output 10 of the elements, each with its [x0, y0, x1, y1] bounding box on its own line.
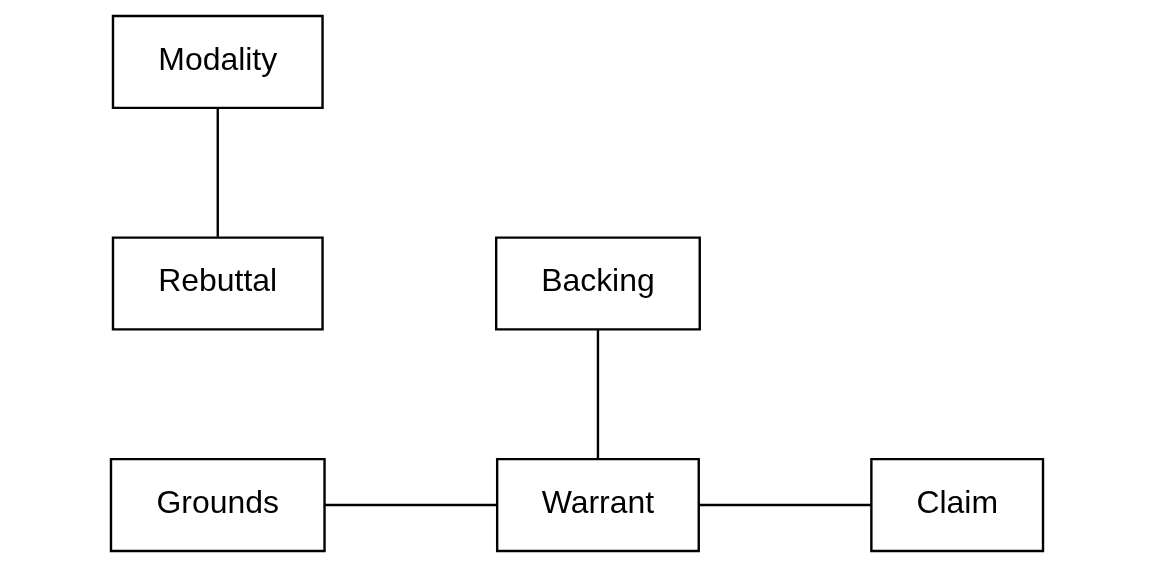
- node-box: Claim: [869, 457, 1044, 553]
- connector: [698, 503, 871, 507]
- connector: [596, 329, 599, 459]
- node-box: Modality: [111, 14, 324, 110]
- connector: [324, 503, 497, 507]
- node-box: Grounds: [109, 457, 326, 553]
- connector: [216, 108, 219, 237]
- node-box: Warrant: [495, 457, 700, 553]
- node-box: Backing: [494, 236, 701, 331]
- node-box: Rebuttal: [111, 236, 324, 331]
